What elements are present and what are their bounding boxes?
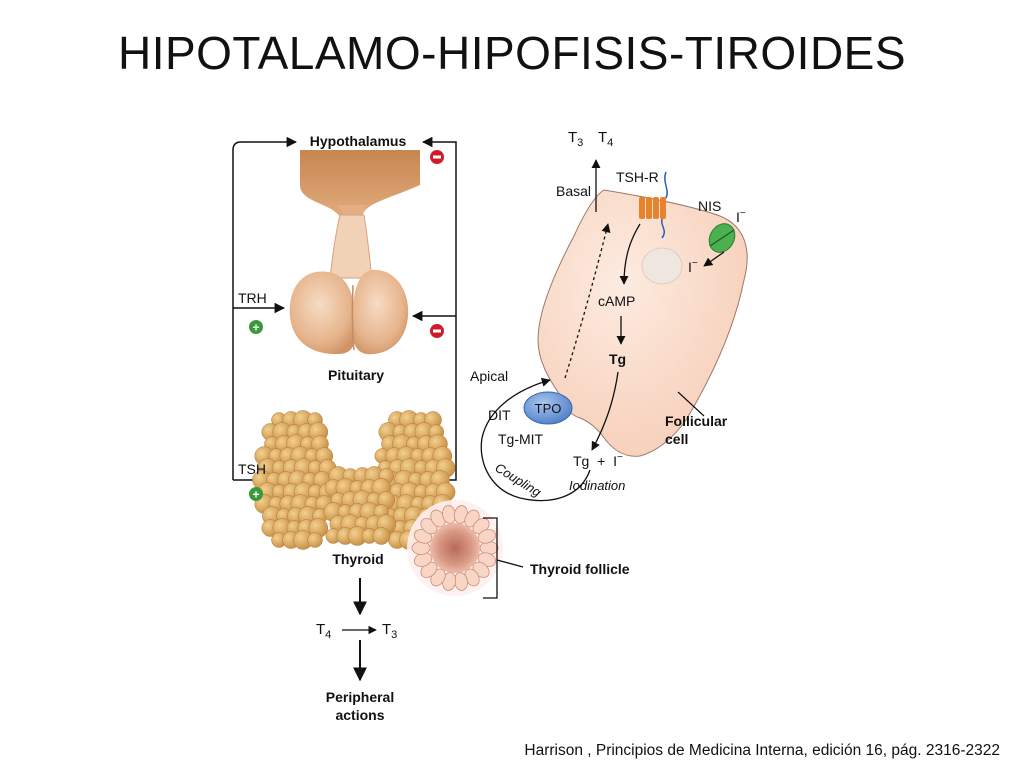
minus-sign-hypothalamus	[430, 150, 444, 164]
dit-label: DIT	[488, 407, 511, 423]
iodination-label: Iodination	[569, 478, 625, 493]
iodide-outer-label: I−	[736, 208, 746, 225]
t3-label: T3	[382, 621, 397, 641]
tg-iodide-label: Tg + I−	[573, 452, 623, 469]
nis-transporter	[708, 223, 736, 253]
nis-label: NIS	[698, 198, 721, 214]
pituitary-label: Pituitary	[328, 367, 384, 383]
apical-label: Apical	[470, 368, 508, 384]
cell-arrows	[480, 159, 725, 502]
tsh-receptor	[639, 171, 668, 239]
peripheral-actions-label-1: Peripheral	[326, 689, 394, 705]
minus-sign-pituitary	[430, 324, 444, 338]
citation: Harrison , Principios de Medicina Intern…	[524, 742, 1000, 759]
thyroid-label: Thyroid	[332, 551, 383, 567]
thyroid-illustration	[252, 410, 456, 550]
t4-top-label: T4	[598, 129, 613, 149]
t4-label: T4	[316, 621, 331, 641]
nucleus	[641, 247, 683, 285]
plus-sign-trh: +	[249, 320, 263, 335]
tpo-enzyme	[523, 391, 573, 425]
downstream-arrows	[342, 578, 377, 682]
tg-label: Tg	[609, 351, 626, 367]
hypothalamus-label: Hypothalamus	[310, 133, 407, 149]
peripheral-actions-label-2: actions	[335, 707, 384, 723]
tpo-label: TPO	[535, 401, 562, 416]
tsh-r-label: TSH-R	[616, 169, 659, 185]
hypothalamus-illustration	[300, 150, 420, 279]
t3-top-label: T3	[568, 129, 583, 149]
basal-label: Basal	[556, 183, 591, 199]
feedback-loop-left	[232, 136, 298, 480]
thyroid-follicle-illustration	[407, 500, 524, 599]
thyroid-follicle-label: Thyroid follicle	[530, 561, 630, 577]
iodide-inner-label: I−	[688, 258, 698, 275]
trh-label: TRH	[238, 290, 267, 306]
follicular-cell-label-1: Follicular	[665, 413, 728, 429]
svg-text:+: +	[252, 488, 259, 502]
tg-mit-label: Tg-MIT	[498, 431, 544, 447]
follicular-cell	[537, 189, 748, 457]
pituitary-illustration	[289, 269, 409, 355]
camp-label: cAMP	[598, 293, 635, 309]
follicular-cell-label-2: cell	[665, 431, 688, 447]
tsh-label: TSH	[238, 461, 266, 477]
svg-text:+: +	[252, 321, 259, 335]
coupling-label: Coupling	[492, 460, 544, 500]
page-title: HIPOTALAMO-HIPOFISIS-TIROIDES	[117, 27, 907, 79]
plus-sign-tsh: +	[249, 487, 263, 502]
